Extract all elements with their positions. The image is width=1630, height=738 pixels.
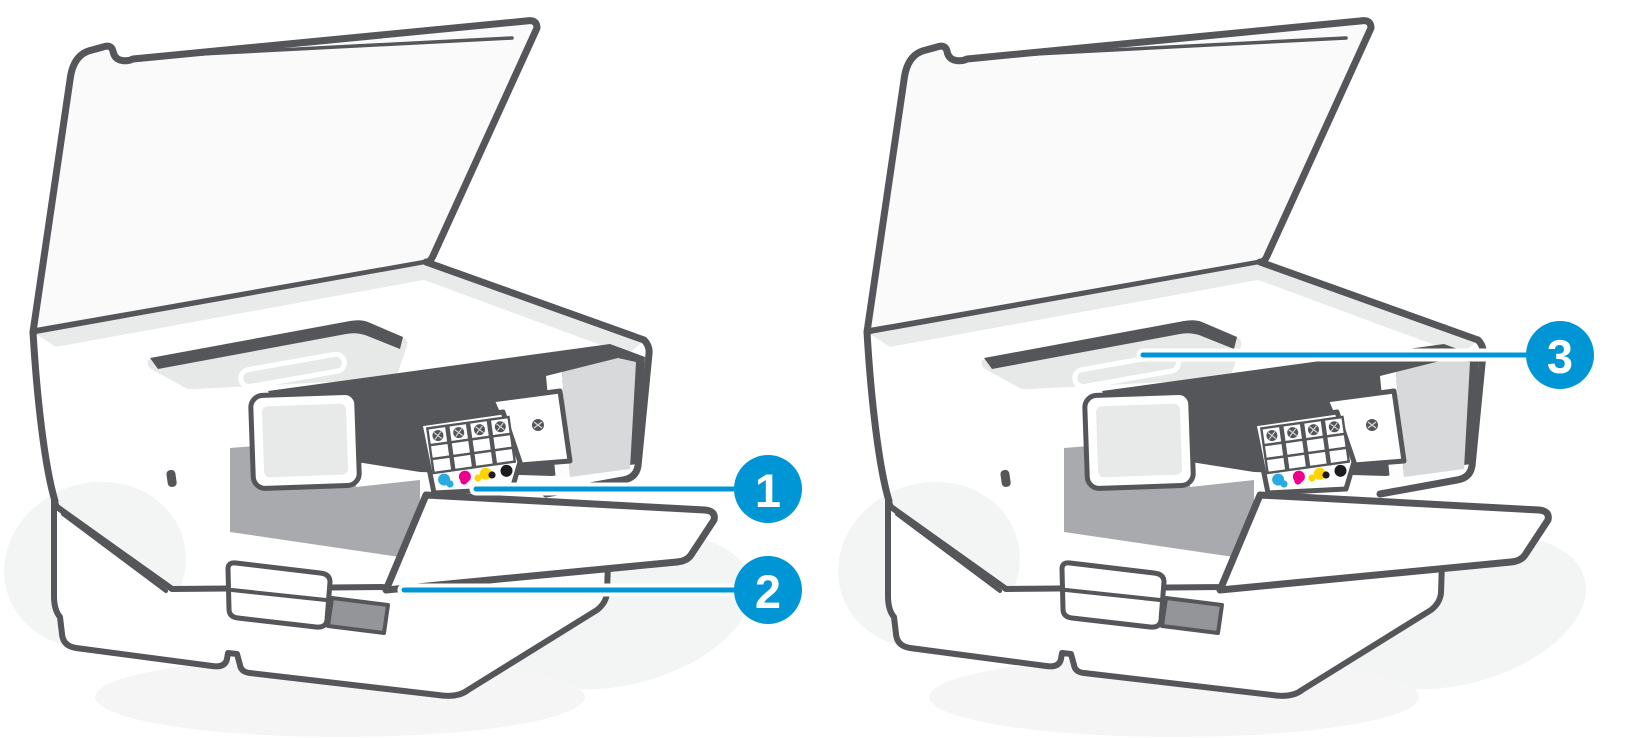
callout-3: 3 [1136, 321, 1594, 389]
callout-1: 1 [469, 455, 802, 523]
printer-view-left [0, 21, 769, 737]
callout-2-label: 2 [755, 565, 781, 618]
callout-3-badge [1526, 321, 1594, 389]
callout-2-badge [734, 556, 802, 624]
callout-1-label: 1 [755, 464, 781, 517]
callout-1-badge [734, 455, 802, 523]
callout-3-label: 3 [1547, 330, 1573, 383]
callout-2: 2 [397, 556, 802, 624]
printer-view-right [815, 21, 1604, 737]
